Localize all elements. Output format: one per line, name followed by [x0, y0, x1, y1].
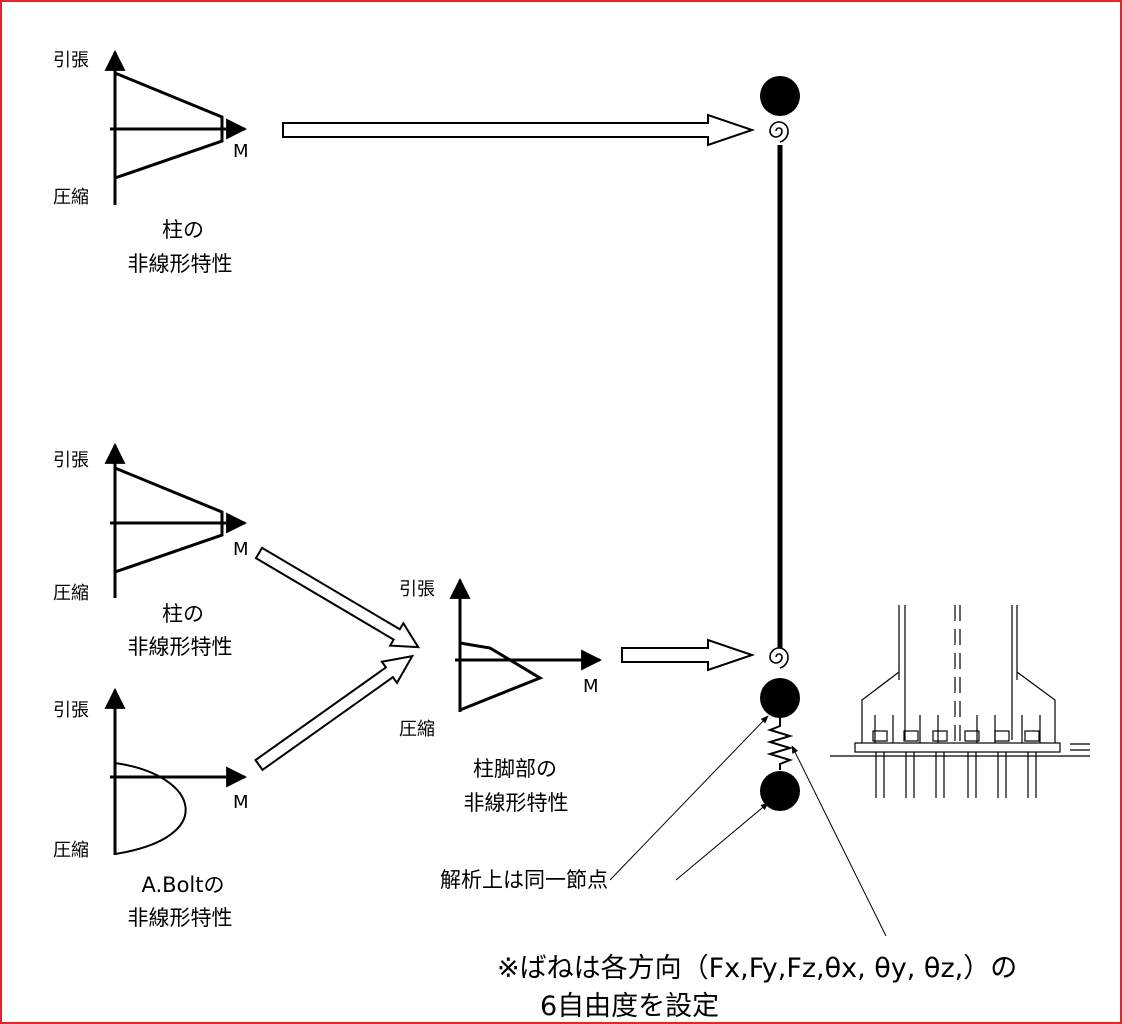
ground-node — [760, 771, 800, 811]
column-base-node — [760, 678, 800, 718]
caption-line2: 非線形特性 — [464, 791, 569, 815]
leader-lines — [609, 715, 887, 937]
characteristic-curve — [114, 762, 187, 855]
top-rotational-spring — [769, 121, 789, 143]
tension-label: 引張 — [53, 450, 89, 471]
column-characteristic-graph-mid: 引張 圧縮 M 柱の 非線形特性 — [53, 442, 249, 659]
column-base-characteristic-graph: 引張 圧縮 M 柱脚部の 非線形特性 — [399, 577, 603, 815]
caption-line1: 柱の — [162, 602, 204, 626]
hollow-arrow-diag-down — [254, 546, 421, 649]
caption-line1: 柱の — [162, 218, 204, 242]
characteristic-curve — [459, 641, 544, 712]
tension-label: 引張 — [53, 700, 89, 721]
characteristic-curve — [114, 71, 224, 180]
caption-line2: 非線形特性 — [128, 635, 233, 659]
moment-label: M — [583, 676, 599, 697]
moment-label: M — [233, 141, 249, 162]
base-rotational-spring — [769, 647, 789, 669]
spring-dof-note-line1: ※ばねは各方向（Fx,Fy,Fz,θx, θy, θz,）の — [497, 953, 1017, 984]
characteristic-curve — [114, 466, 224, 574]
column-base-detail-drawing — [830, 605, 1090, 798]
compression-label: 圧縮 — [53, 840, 89, 861]
moment-label: M — [233, 539, 249, 560]
hollow-arrow-top — [282, 113, 756, 147]
anchor-bolt-characteristic-graph: 引張 圧縮 M A.Boltの 非線形特性 — [53, 687, 249, 930]
same-node-note: 解析上は同一節点 — [440, 868, 608, 892]
caption-line2: 非線形特性 — [128, 906, 233, 930]
moment-label: M — [233, 792, 249, 813]
caption-line1: 柱脚部の — [473, 757, 557, 781]
compression-label: 圧縮 — [53, 187, 89, 208]
caption-line1: A.Boltの — [142, 873, 225, 897]
column-characteristic-graph-top: 引張 圧縮 M 柱の 非線形特性 — [53, 49, 249, 276]
caption-line2: 非線形特性 — [128, 252, 233, 276]
column-model — [760, 76, 800, 811]
base-axial-spring — [766, 718, 794, 770]
top-node — [760, 76, 800, 116]
compression-label: 圧縮 — [53, 583, 89, 604]
tension-label: 引張 — [399, 579, 435, 600]
hollow-arrow-diag-up — [254, 654, 415, 772]
compression-label: 圧縮 — [399, 719, 435, 740]
hollow-arrow-base — [621, 638, 756, 672]
spring-dof-note-line2: 6自由度を設定 — [540, 991, 719, 1022]
tension-label: 引張 — [53, 50, 89, 71]
